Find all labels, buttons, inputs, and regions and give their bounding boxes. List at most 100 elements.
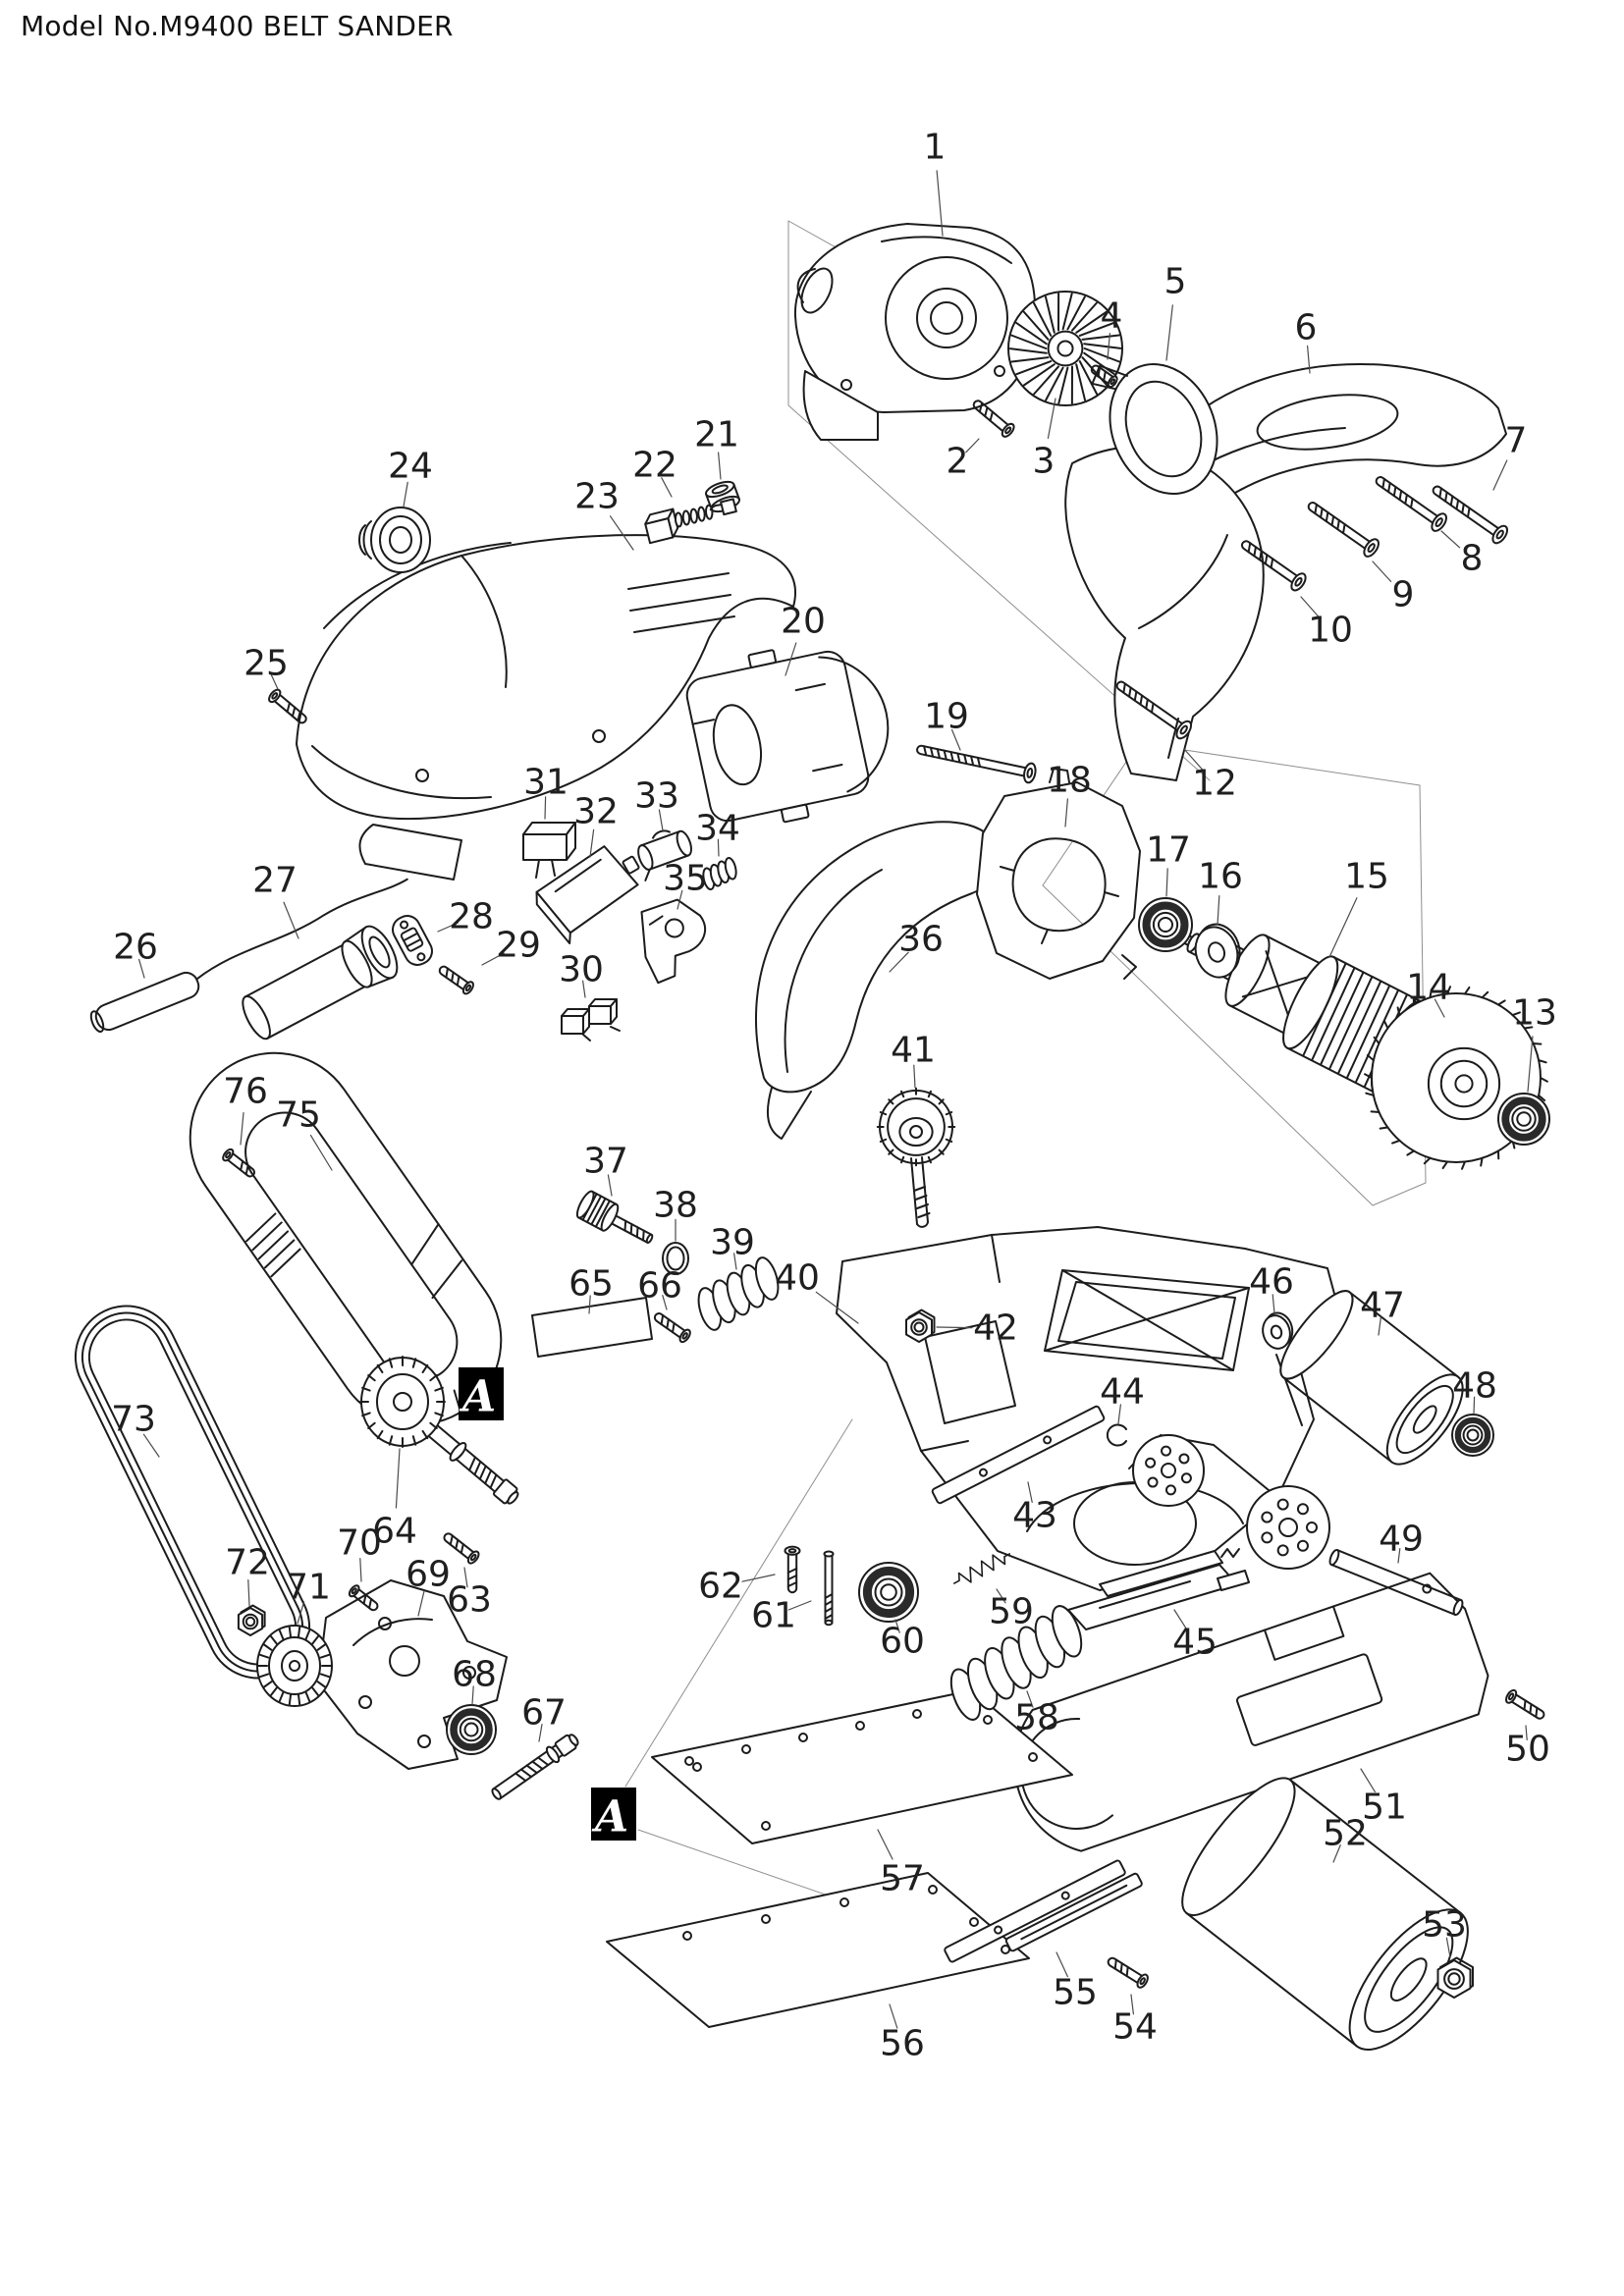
leader-line-60 bbox=[894, 1619, 900, 1633]
part-number-6: 6 bbox=[1295, 308, 1318, 348]
section-marker-A-1: A bbox=[459, 1367, 504, 1422]
part-6-handle bbox=[1064, 363, 1507, 781]
part-number-66: 66 bbox=[637, 1266, 682, 1307]
part-34-spring bbox=[702, 856, 737, 891]
part-number-64: 64 bbox=[372, 1512, 417, 1552]
part-55-bar bbox=[944, 1859, 1143, 1963]
part-number-5: 5 bbox=[1164, 262, 1187, 302]
leader-line-61 bbox=[787, 1600, 812, 1611]
leader-line-76 bbox=[240, 1111, 244, 1146]
leader-line-26 bbox=[138, 958, 145, 979]
part-number-71: 71 bbox=[286, 1568, 331, 1608]
leader-line-65 bbox=[588, 1295, 591, 1314]
leader-line-75 bbox=[309, 1134, 333, 1171]
leader-line-18 bbox=[1064, 798, 1069, 828]
part-number-20: 20 bbox=[781, 602, 826, 642]
part-number-29: 29 bbox=[496, 926, 541, 966]
leader-line-13 bbox=[1527, 1036, 1534, 1093]
part-71-pulley bbox=[256, 1625, 333, 1707]
part-number-16: 16 bbox=[1198, 857, 1243, 897]
part-9-screw bbox=[1307, 502, 1380, 558]
part-22-brush bbox=[644, 498, 737, 545]
part-number-73: 73 bbox=[111, 1400, 156, 1440]
part-number-46: 46 bbox=[1249, 1262, 1294, 1303]
part-8-screw bbox=[1375, 476, 1447, 532]
leader-line-52 bbox=[1332, 1843, 1341, 1863]
part-29-screw bbox=[438, 965, 474, 995]
part-number-18: 18 bbox=[1047, 761, 1092, 801]
part-38-oring bbox=[662, 1242, 689, 1275]
part-39-spring bbox=[697, 1256, 780, 1331]
part-number-24: 24 bbox=[388, 447, 433, 487]
part-17-bearing bbox=[1138, 897, 1193, 952]
part-67-spindle bbox=[491, 1734, 579, 1800]
leader-line-5 bbox=[1165, 304, 1173, 361]
leader-line-15 bbox=[1328, 897, 1358, 958]
part-10-screw bbox=[1241, 540, 1307, 592]
part-35-bracket bbox=[640, 898, 706, 985]
part-41-knob bbox=[876, 1087, 956, 1228]
leader-line-72 bbox=[247, 1578, 250, 1607]
part-12-screw bbox=[1115, 680, 1193, 740]
part-number-49: 49 bbox=[1379, 1520, 1424, 1560]
part-40-frame bbox=[836, 1226, 1342, 1591]
part-number-56: 56 bbox=[880, 2024, 925, 2064]
part-number-36: 36 bbox=[898, 920, 944, 960]
part-18-baffle-plate bbox=[976, 768, 1141, 980]
leader-line-29 bbox=[481, 952, 505, 966]
part-number-43: 43 bbox=[1012, 1496, 1057, 1536]
part-43-bar bbox=[931, 1405, 1106, 1505]
section-marker-A-2: A bbox=[591, 1788, 636, 1842]
part-33-brush-holder bbox=[637, 829, 692, 881]
part-number-53: 53 bbox=[1422, 1905, 1467, 1946]
part-48-bearing bbox=[1451, 1414, 1494, 1457]
part-58-spring bbox=[949, 1605, 1083, 1721]
part-number-63: 63 bbox=[447, 1580, 492, 1621]
part-number-39: 39 bbox=[710, 1223, 755, 1263]
leader-line-45 bbox=[1173, 1609, 1188, 1630]
leader-line-62 bbox=[741, 1574, 776, 1582]
leader-line-50 bbox=[1525, 1725, 1528, 1741]
leader-line-14 bbox=[1434, 998, 1445, 1018]
leader-line-9 bbox=[1372, 561, 1392, 583]
leader-line-3 bbox=[1047, 398, 1056, 440]
part-27-cord-guard bbox=[242, 925, 399, 1041]
leader-line-22 bbox=[661, 477, 673, 498]
part-number-65: 65 bbox=[568, 1264, 614, 1305]
part-51-cover-plate bbox=[1013, 1572, 1489, 1852]
part-56-plate bbox=[606, 1872, 1030, 2028]
part-number-61: 61 bbox=[751, 1596, 796, 1636]
leader-line-7 bbox=[1492, 459, 1508, 491]
part-number-37: 37 bbox=[583, 1142, 628, 1182]
part-50-screw bbox=[1505, 1688, 1545, 1720]
part-68-bearing bbox=[446, 1704, 497, 1755]
leader-line-49 bbox=[1397, 1547, 1401, 1564]
part-36-grip bbox=[755, 821, 1001, 1140]
part-30-terminal bbox=[561, 998, 621, 1041]
part-number-60: 60 bbox=[880, 1622, 925, 1662]
part-number-33: 33 bbox=[634, 776, 679, 817]
part-number-10: 10 bbox=[1308, 611, 1353, 651]
leader-line-42 bbox=[936, 1326, 973, 1329]
part-26-cord bbox=[89, 878, 408, 1033]
leader-line-48 bbox=[1473, 1396, 1476, 1415]
leader-line-66 bbox=[662, 1294, 668, 1310]
part-number-28: 28 bbox=[449, 897, 494, 937]
leader-line-30 bbox=[581, 980, 586, 998]
leader-line-34 bbox=[717, 838, 720, 857]
svg-text:A: A bbox=[591, 1792, 628, 1842]
part-4-screw bbox=[1090, 364, 1118, 389]
part-number-8: 8 bbox=[1461, 539, 1484, 579]
part-number-69: 69 bbox=[406, 1555, 451, 1595]
leader-line-68 bbox=[471, 1685, 474, 1705]
part-number-3: 3 bbox=[1033, 442, 1056, 482]
page-title: Model No.M9400 BELT SANDER bbox=[21, 10, 454, 42]
leader-line-44 bbox=[1117, 1404, 1122, 1424]
part-number-2: 2 bbox=[947, 442, 969, 482]
part-59-spring-thin bbox=[952, 1553, 1011, 1584]
part-number-31: 31 bbox=[523, 763, 568, 803]
leader-line-43 bbox=[1027, 1481, 1033, 1504]
part-number-9: 9 bbox=[1392, 575, 1415, 615]
part-52-roller bbox=[1181, 1777, 1469, 2051]
